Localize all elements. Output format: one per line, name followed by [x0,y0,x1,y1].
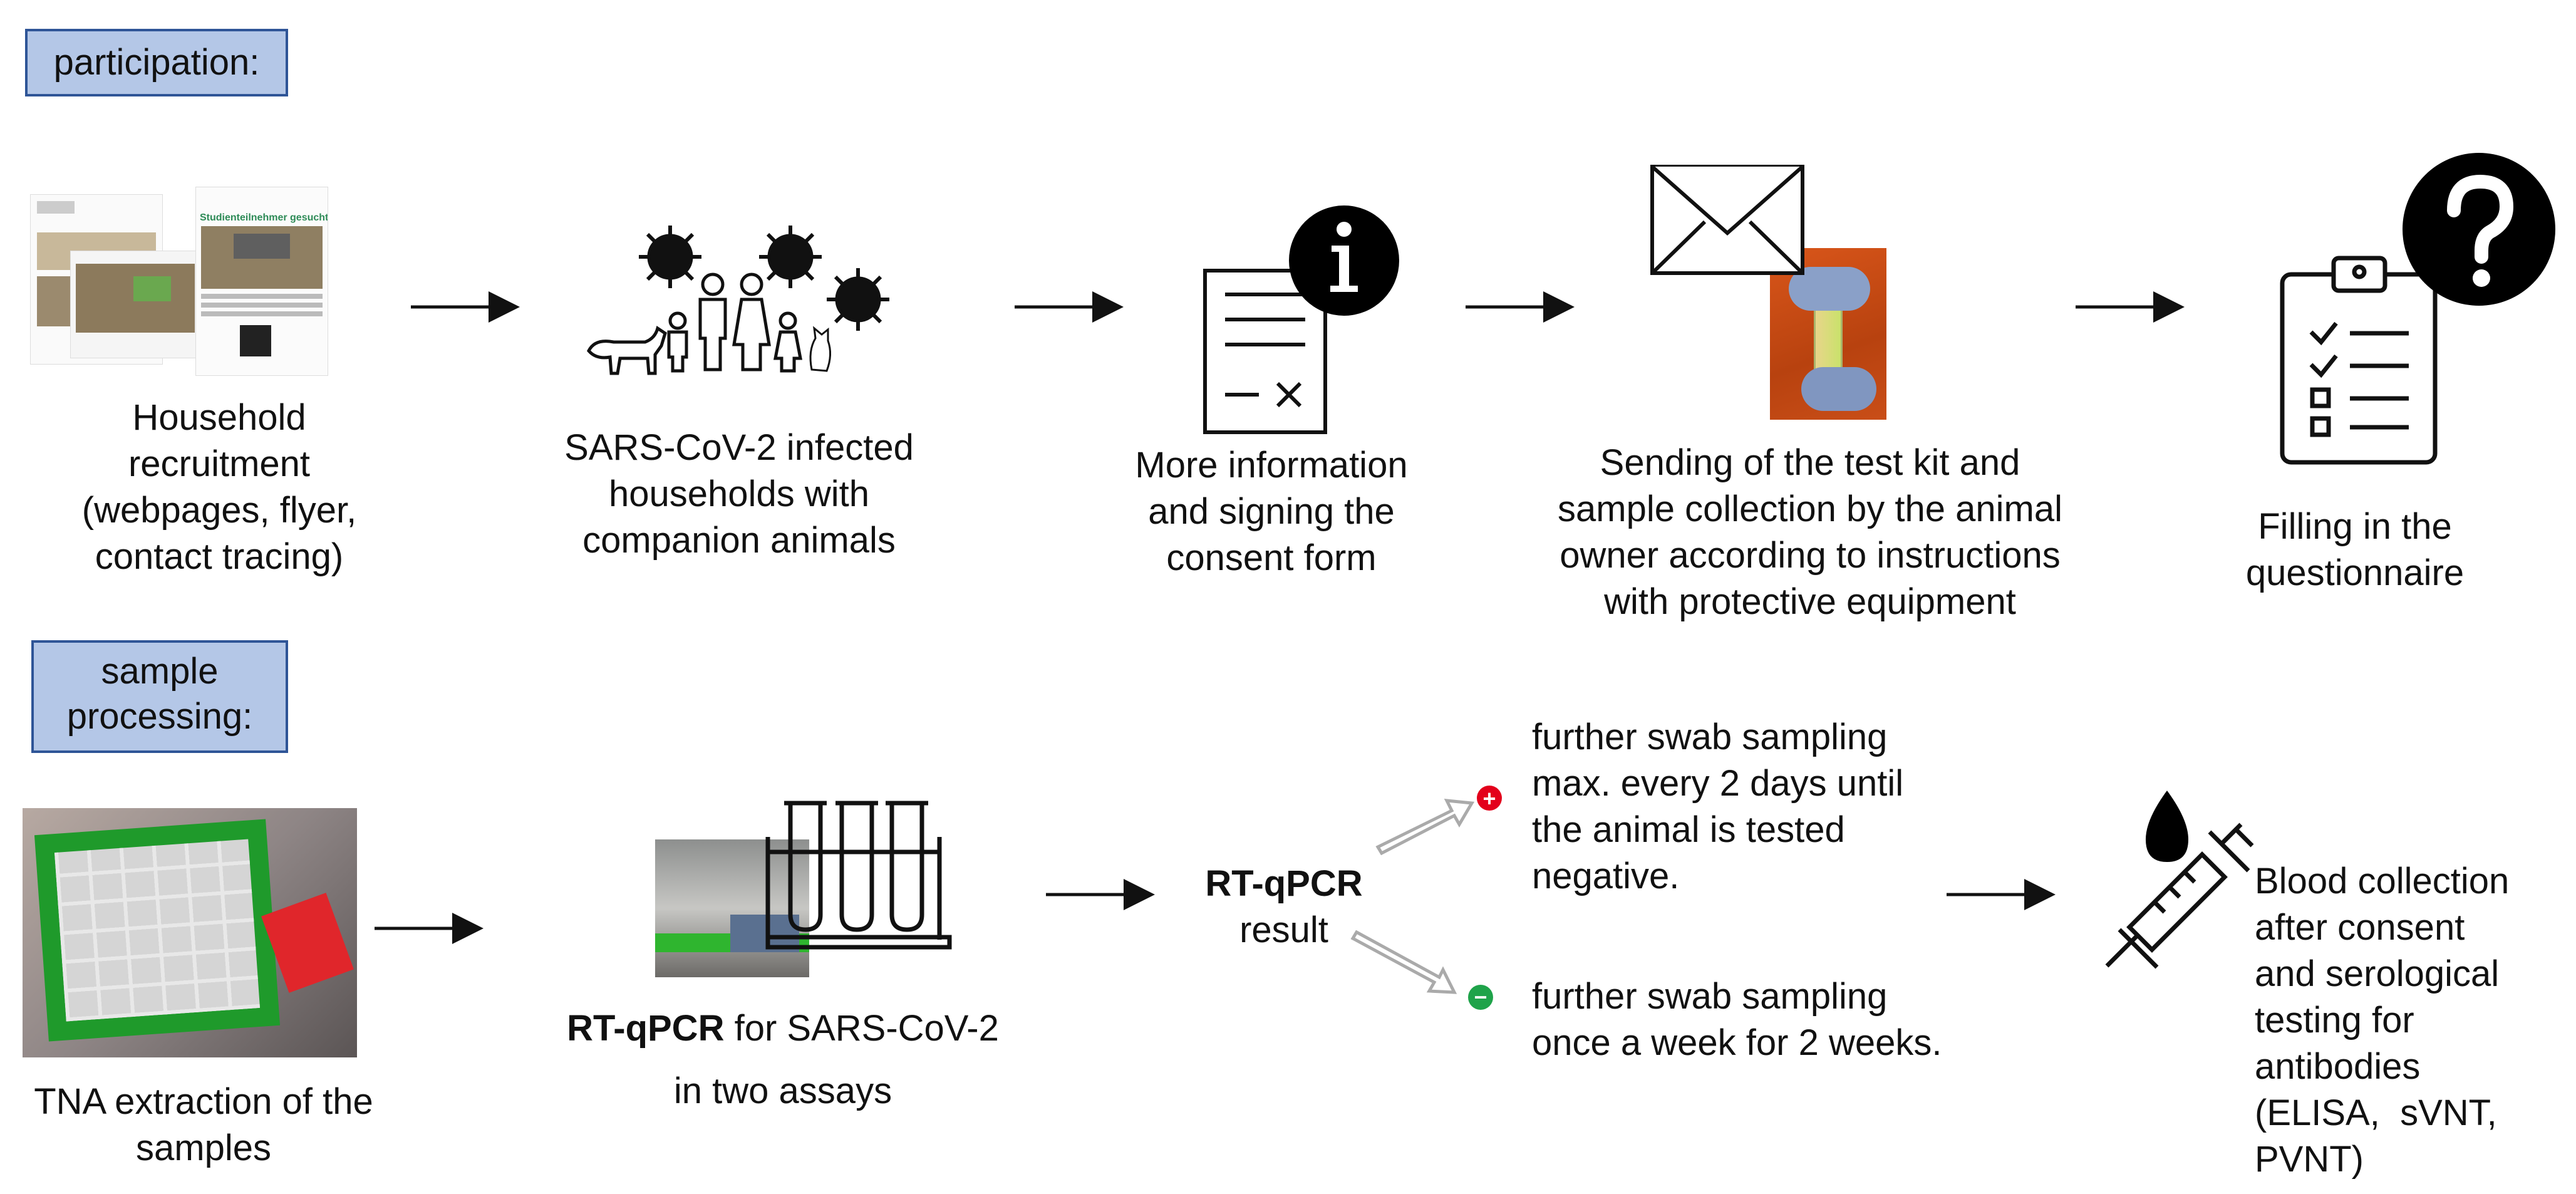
caption-line: Sending of the test kit and [1600,442,2020,483]
rt-qpcr-caption-line1: RT-qPCR for SARS-CoV-2 [526,997,1040,1060]
caption-line: recruitment [128,444,311,484]
caption-line: the animal is tested [1532,809,1845,850]
negative-symbol: − [1474,984,1487,1010]
caption-line: questionnaire [2245,553,2465,593]
flyer-headline: Studienteilnehmer gesucht [200,212,328,223]
caption-line: max. every 2 days until [1532,763,1904,804]
caption-line: households with [609,474,869,514]
caption-line: once a week for 2 weeks. [1532,1022,1942,1063]
family-virus-icon [587,226,889,375]
caption-line: (webpages, flyer, [81,490,357,531]
flyer-image: Studienteilnehmer gesucht [195,187,328,376]
caption-line: sample collection by the animal [1558,489,2062,529]
positive-symbol: + [1482,786,1496,811]
step-test-kit: Sending of the test kit and sample colle… [1509,440,2111,625]
result-bold: RT-qPCR [1205,863,1363,904]
caption-line: further swab sampling [1532,976,1888,1017]
participation-label-text: participation: [53,42,260,83]
caption-line: companion animals [582,520,896,561]
virus-icon [759,226,822,288]
clipboard-icon [2280,256,2438,465]
virus-icon [639,226,701,288]
participation-label: participation: [25,29,288,96]
caption-line: TNA extraction of the [34,1081,373,1122]
negative-followup: further swab sampling once a week for 2 … [1532,973,1942,1066]
rt-qpcr-rest: for SARS-CoV-2 [724,1008,999,1049]
caption-line: Household [132,397,306,438]
caption-line: and serological [2255,953,2500,994]
caption-line: and signing the [1148,491,1395,532]
sample-processing-label: sample processing: [31,640,288,753]
step-consent: More information and signing the consent… [1090,442,1453,581]
question-icon [2403,153,2555,306]
flyer-image [70,251,203,358]
negative-marker: − [1468,984,1493,1010]
caption-line: testing for [2255,1000,2414,1041]
caption-line: Filling in the [2258,506,2452,547]
consent-form-icon [1203,205,1399,434]
positive-marker: + [1477,786,1502,811]
caption-line: antibodies [2255,1046,2421,1087]
step-questionnaire: Filling in the questionnaire [2192,504,2518,596]
caption-line: More information [1135,445,1408,485]
rt-qpcr-bold: RT-qPCR [567,1008,725,1049]
caption-line: in two assays [673,1071,892,1111]
caption-line: consent form [1166,537,1377,578]
sample-processing-label-line: sample [101,651,219,692]
caption-line: with protective equipment [1604,581,2016,622]
test-tube-rack-icon [765,801,952,950]
rt-qpcr-result: RT-qPCR result [1165,861,1403,953]
step-infected-households: SARS-CoV-2 infected households with comp… [526,425,952,564]
caption-line: owner according to instructions [1560,535,2061,576]
blood-collection: Blood collection after consent and serol… [2255,858,2509,1183]
test-kit-photo [1770,248,1886,420]
step-household-recruitment: Household recruitment (webpages, flyer, … [44,395,395,580]
branch-arrow-up [1375,799,1475,856]
caption-line: after consent [2255,907,2465,948]
caption-line: PVNT) [2255,1139,2364,1180]
caption-line: (ELISA, sVNT, [2255,1093,2497,1133]
positive-followup: further swab sampling max. every 2 days … [1532,714,1903,900]
caption-line: negative. [1532,856,1680,896]
caption-line: SARS-CoV-2 infected [564,427,914,468]
caption-line: samples [136,1128,271,1168]
caption-line: contact tracing) [95,536,344,577]
sample-processing-label-line: processing: [66,696,253,737]
caption-line: result [1239,910,1328,950]
step-rt-qpcr: RT-qPCR for SARS-CoV-2 in two assays [526,997,1040,1123]
envelope-icon [1650,165,1804,275]
caption-line: Blood collection [2255,861,2510,901]
branch-arrow-down [1350,930,1457,994]
tna-extraction-photo [23,808,357,1057]
caption-line: further swab sampling [1532,717,1888,757]
syringe-blood-icon [2105,791,2254,969]
virus-icon [827,268,889,331]
step-tna-extraction: TNA extraction of the samples [0,1079,407,1171]
